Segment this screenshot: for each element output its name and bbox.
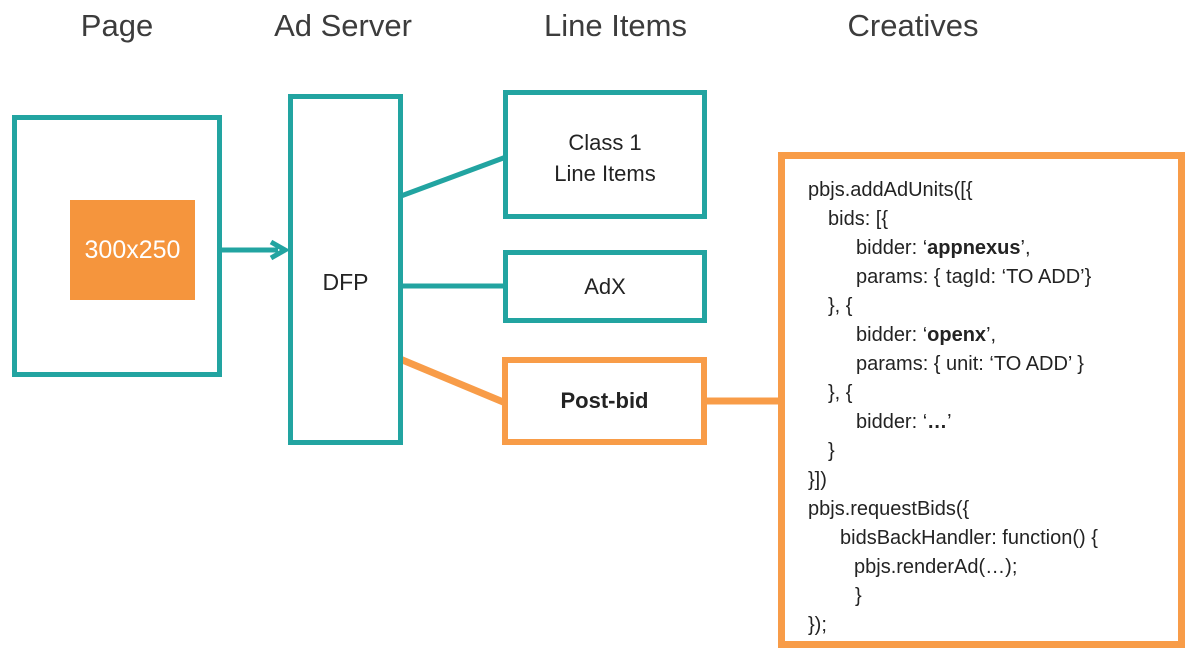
code-line: bidsBackHandler: function() {	[840, 527, 1098, 549]
adx-label: AdX	[584, 273, 626, 299]
ad-slot-300x250: 300x250	[70, 200, 195, 300]
code-line: pbjs.requestBids({	[808, 498, 970, 520]
code-line: });	[808, 614, 827, 636]
post-bid-box: Post-bid	[502, 357, 707, 445]
arrow-adslot-to-dfp-head	[269, 239, 291, 261]
code-line: bids: [{	[828, 208, 889, 230]
creatives-code-box: pbjs.addAdUnits([{ bids: [{ bidder: ‘appne…	[778, 152, 1185, 648]
code-line: bidder: ‘openx’,	[856, 324, 997, 346]
code-snippet: pbjs.addAdUnits([{ bids: [{ bidder: ‘appne…	[808, 176, 1172, 640]
column-header-line-items: Line Items	[543, 8, 687, 43]
connector-dfp-to-class1	[400, 154, 507, 199]
code-line: pbjs.renderAd(…);	[854, 556, 1018, 578]
code-line: params: { tagId: ‘TO ADD’}	[856, 266, 1092, 288]
code-line: }	[855, 585, 862, 607]
adx-box: AdX	[503, 250, 707, 323]
ad-slot-label: 300x250	[84, 235, 181, 264]
code-line: }	[828, 440, 835, 462]
code-line: pbjs.addAdUnits([{	[808, 179, 973, 201]
class1-line-items-box: Class 1 Line Items	[503, 90, 707, 219]
code-line: }])	[808, 469, 827, 491]
column-header-page: Page	[80, 8, 154, 43]
column-header-creatives: Creatives	[847, 8, 979, 43]
code-line: bidder: ‘appnexus’,	[856, 237, 1031, 259]
code-line: }, {	[828, 295, 853, 317]
dfp-label: DFP	[322, 269, 369, 295]
connector-dfp-to-postbid	[398, 355, 510, 408]
code-line: }, {	[828, 382, 853, 404]
post-bid-label: Post-bid	[560, 388, 649, 413]
code-line: bidder: ‘…’	[856, 411, 952, 433]
dfp-box: DFP	[288, 94, 403, 445]
column-header-ad-server: Ad Server	[274, 8, 412, 43]
code-line: params: { unit: ‘TO ADD’ }	[856, 353, 1084, 375]
